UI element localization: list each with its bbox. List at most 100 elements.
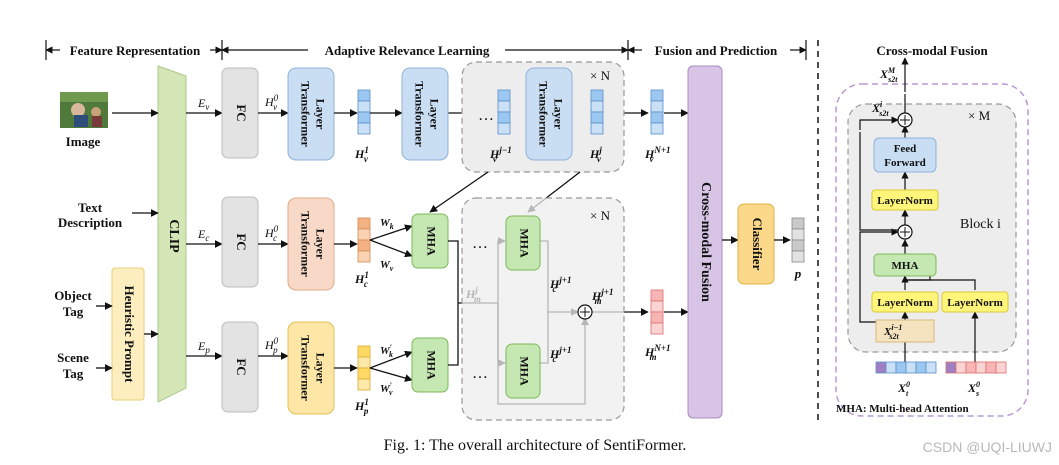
token-stack-hvn1 <box>650 89 664 135</box>
layernorm-left: LayerNorm <box>871 291 939 313</box>
feed-forward-block: Feed Forward <box>873 137 937 173</box>
input-arrows <box>96 109 159 372</box>
svg-text:MHA: MHA <box>517 228 531 258</box>
input-scene-label-2: Tag <box>63 366 84 381</box>
ellipsis-mha-1: … <box>472 235 488 252</box>
label-ec: Ec <box>197 227 209 243</box>
svg-text:Wv: Wv <box>380 259 394 273</box>
svg-text:Hj+1c: Hj+1c <box>549 275 571 294</box>
input-text-label-1: Text <box>78 200 103 215</box>
svg-text:MHA: MHA <box>424 226 438 256</box>
detail-outer-box <box>835 83 1029 417</box>
transformer-layer-visual-j: Transformer Layer <box>525 67 573 161</box>
transformer-layer-visual-1: Transformer Layer <box>287 67 335 161</box>
watermark: CSDN @UQI-LIUWJ <box>923 439 1052 455</box>
token-row-xs0 <box>945 361 1007 374</box>
svg-text:X0t: X0t <box>897 380 910 398</box>
output-p-label: p <box>794 266 802 281</box>
label-ep: Ep <box>197 339 210 355</box>
clip-output-arrows <box>186 109 223 360</box>
heuristic-prompt-label: Heuristic Prompt <box>122 286 137 384</box>
svg-text:Layer: Layer <box>427 99 441 130</box>
token-stack-hvj <box>590 89 604 135</box>
token-stack-hp1 <box>357 345 371 391</box>
svg-text:Transformer: Transformer <box>412 81 426 147</box>
classifier-block: Classifier <box>737 203 775 285</box>
token-row-xt0 <box>875 361 937 374</box>
ellipsis-mha-2: … <box>472 365 488 382</box>
svg-text:H0p: H0p <box>264 336 279 355</box>
fc-block-text <box>221 196 259 288</box>
transformer-layer-visual-2: Transformer Layer <box>401 67 449 161</box>
weight-labels: Wk Wv W′k W′v <box>380 217 394 397</box>
svg-text:Transformer: Transformer <box>298 335 312 401</box>
svg-text:MHA: MHA <box>424 350 438 380</box>
figure-caption: Fig. 1: The overall architecture of Sent… <box>384 437 687 454</box>
svg-text:H1p: H1p <box>354 397 369 416</box>
svg-text:X0s: X0s <box>967 380 980 398</box>
fc-label-visual: FC <box>234 104 249 121</box>
svg-text:Wk: Wk <box>380 217 394 231</box>
layernorm-right: LayerNorm <box>941 291 1009 313</box>
embedding-labels: Ev Ec Ep <box>197 96 210 355</box>
svg-text:Layer: Layer <box>313 99 327 130</box>
svg-text:Cross-modal Fusion: Cross-modal Fusion <box>698 182 713 302</box>
plus-node-main <box>577 304 593 320</box>
detail-arrows <box>859 57 979 362</box>
token-stack-hvj1 <box>497 89 511 135</box>
svg-text:LayerNorm: LayerNorm <box>877 195 933 207</box>
mha-block-prompt: MHA <box>411 337 449 393</box>
fc-blocks: FC FC FC <box>221 67 259 413</box>
svg-text:H1c: H1c <box>354 270 369 289</box>
section-cross-modal-fusion: Cross-modal Fusion <box>876 43 988 58</box>
fc-output-arrows <box>258 109 289 360</box>
clip-label: CLIP <box>166 219 181 253</box>
svg-text:Classifier: Classifier <box>750 218 765 271</box>
svg-text:Transformer: Transformer <box>298 81 312 147</box>
svg-text:LayerNorm: LayerNorm <box>877 297 933 309</box>
plus-node-top <box>897 112 913 128</box>
svg-text:Layer: Layer <box>551 99 565 130</box>
svg-text:Hjv: Hjv <box>589 145 602 164</box>
token-stack-hc1 <box>357 217 371 263</box>
input-object-label-2: Tag <box>63 304 84 319</box>
input-image-label: Image <box>66 134 101 149</box>
svg-text:Layer: Layer <box>313 229 327 260</box>
output-token-stack <box>791 217 805 263</box>
repeat-box-mha <box>461 197 625 421</box>
svg-text:Hj+1c: Hj+1c <box>549 345 571 364</box>
svg-text:Feed: Feed <box>894 143 917 155</box>
mha-block-text: MHA <box>411 213 449 269</box>
svg-text:H1v: H1v <box>354 145 369 164</box>
token-stack-hv1 <box>357 89 371 135</box>
svg-text:Layer: Layer <box>313 353 327 384</box>
label-ev: Ev <box>197 96 209 112</box>
svg-text:Transformer: Transformer <box>298 211 312 277</box>
cross-modal-fusion-block: Cross-modal Fusion <box>687 65 723 419</box>
token-stack-hmn1 <box>650 289 664 335</box>
svg-text:Hj−1v: Hj−1v <box>489 145 512 164</box>
section-feature-representation: Feature Representation <box>70 43 201 58</box>
transformer-layer-text: Transformer Layer <box>287 197 335 291</box>
plus-node-middle <box>897 224 913 240</box>
fc-label-prompt: FC <box>234 358 249 375</box>
transformer-layer-prompt: Transformer Layer <box>287 321 335 415</box>
ellipsis-visual: … <box>478 107 494 124</box>
times-n-visual: × N <box>590 68 611 83</box>
times-m-label: × M <box>968 108 991 123</box>
input-image-thumbnail <box>60 92 108 128</box>
transformer-output-arrows <box>334 109 358 372</box>
svg-text:Forward: Forward <box>884 157 926 169</box>
section-fusion-prediction: Fusion and Prediction <box>655 43 778 58</box>
layernorm-top: LayerNorm <box>871 189 939 211</box>
